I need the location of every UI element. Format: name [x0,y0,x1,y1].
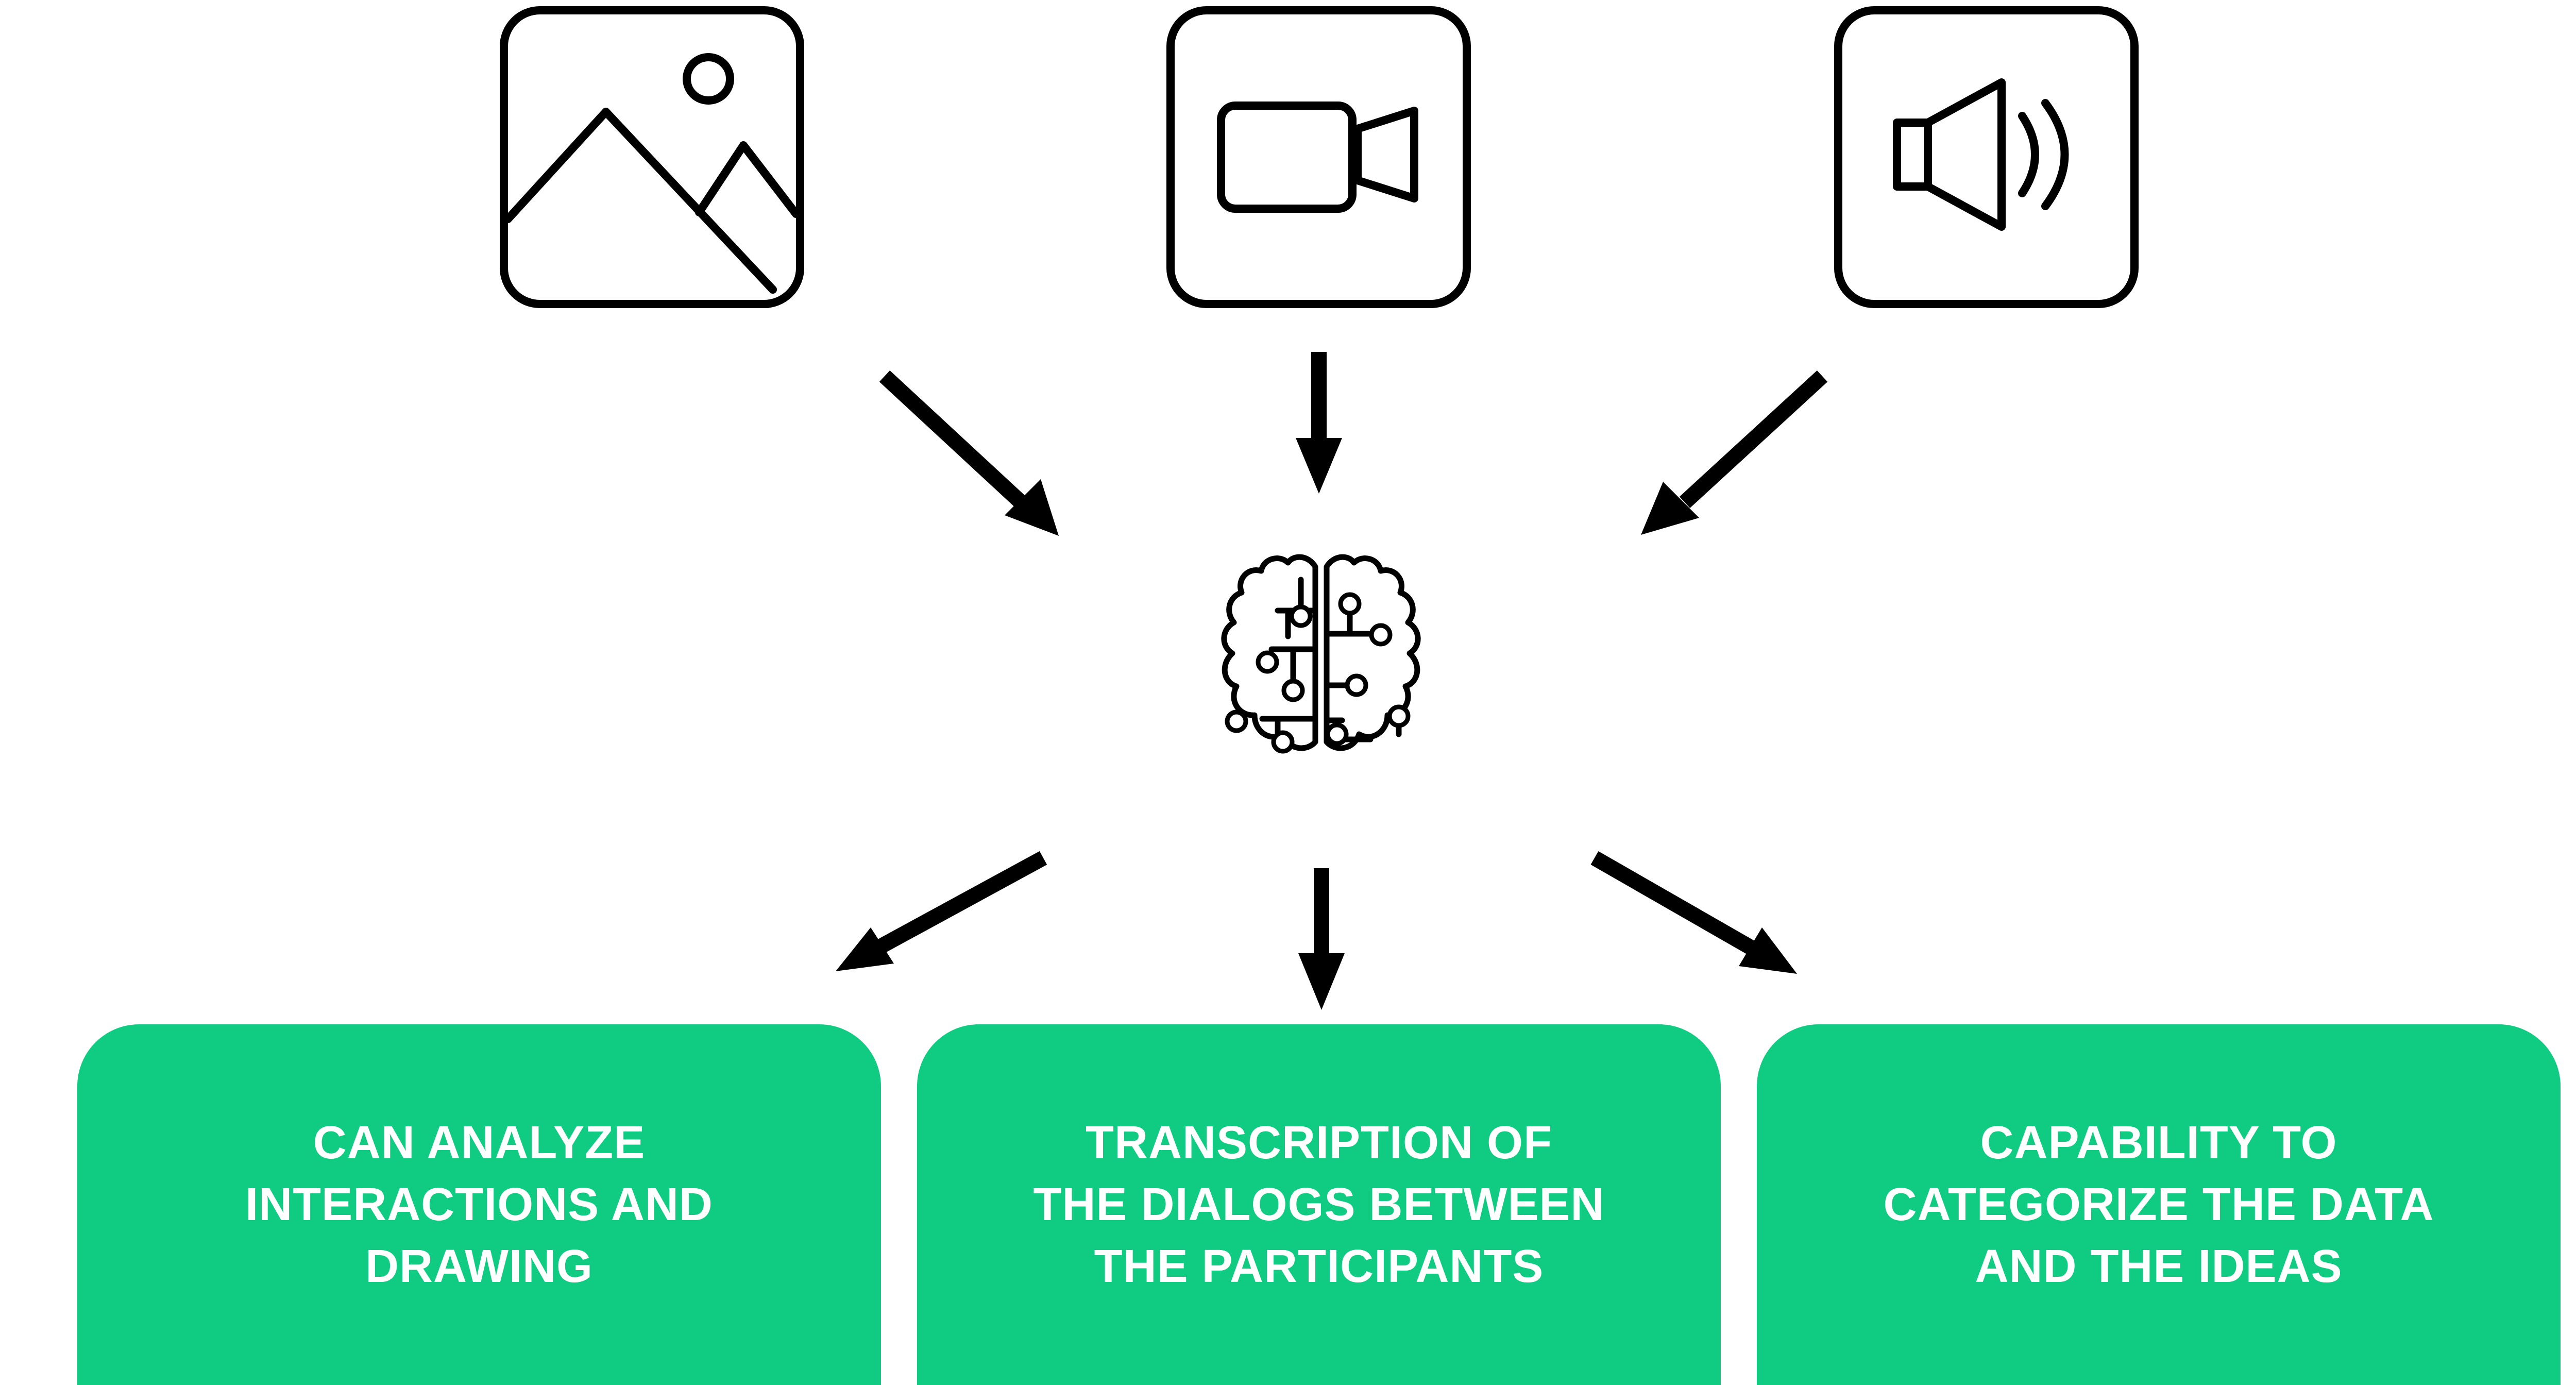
arrow-brain-to-card-1 [836,851,1047,971]
output-card-label: CAPABILITY TO CATEGORIZE THE DATA AND TH… [1883,1117,2434,1292]
arrow-brain-to-card-3 [1590,851,1797,974]
output-card-transcription: TRANSCRIPTION OF THE DIALOGS BETWEEN THE… [917,1024,1721,1385]
ai-brain-icon [1221,554,1421,754]
output-card-analyze: CAN ANALYZE INTERACTIONS AND DRAWING [77,1024,881,1385]
arrow-brain-to-card-2 [1298,868,1345,1010]
output-card-categorize: CAPABILITY TO CATEGORIZE THE DATA AND TH… [1757,1024,2561,1385]
video-camera-icon [1166,6,1471,308]
image-icon [500,6,804,308]
arrow-speaker-to-brain [1641,370,1828,535]
output-card-label: TRANSCRIPTION OF THE DIALOGS BETWEEN THE… [1033,1117,1605,1292]
arrow-image-to-brain [879,370,1059,536]
output-card-label: CAN ANALYZE INTERACTIONS AND DRAWING [245,1117,713,1292]
speaker-icon [1834,6,2139,308]
arrow-video-to-brain [1296,352,1342,494]
